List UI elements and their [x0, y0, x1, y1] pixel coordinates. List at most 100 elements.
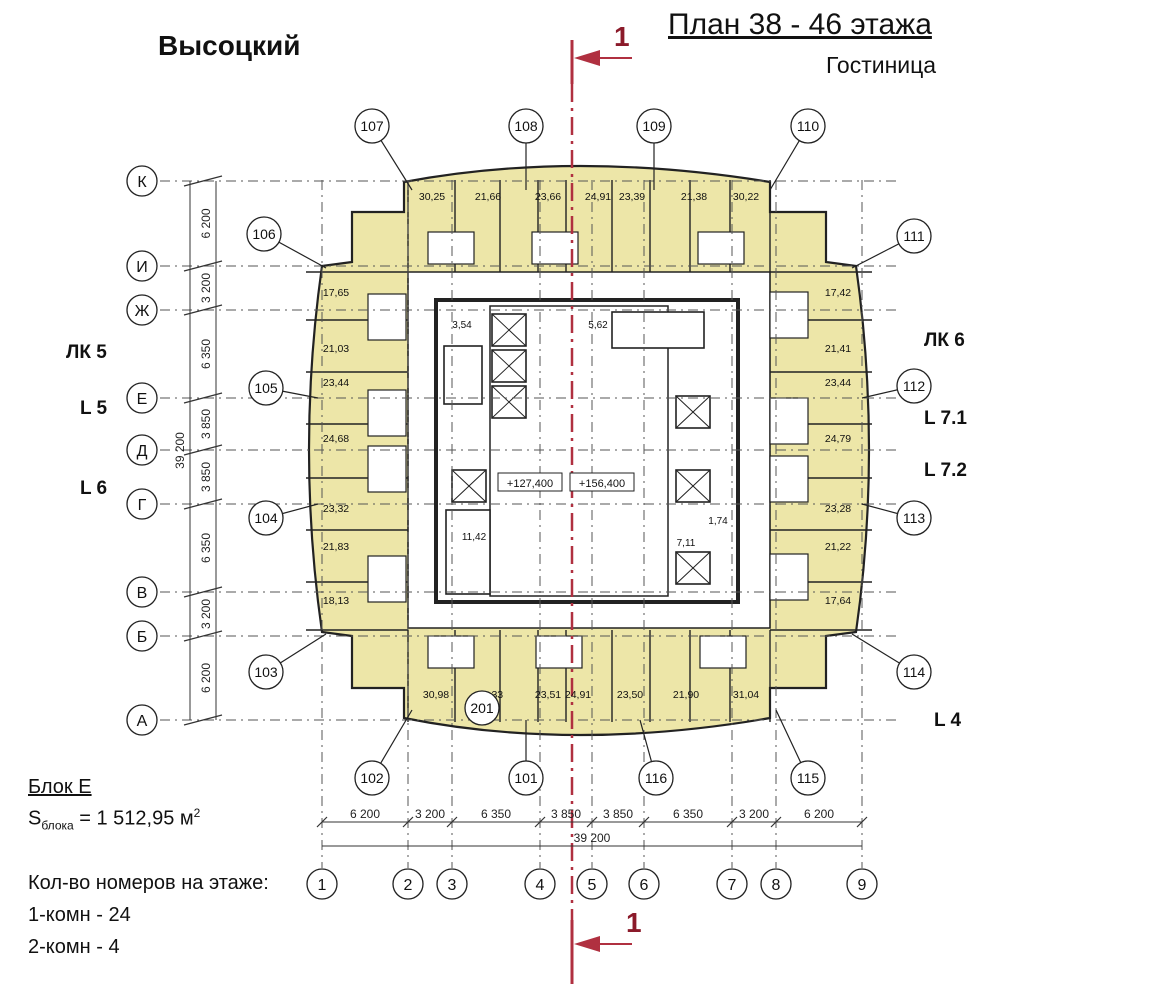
- row-axis-bubble: [126, 434, 158, 466]
- area-label-top: 24,91: [585, 191, 611, 203]
- area-label-right: 24,79: [825, 433, 851, 445]
- row-axis-label: Д: [137, 443, 148, 460]
- dim-tick: [183, 444, 223, 456]
- area-label-bottom: 23,50: [617, 689, 643, 701]
- col-axis-label: 3: [448, 877, 457, 894]
- col-axis-label: 5: [588, 877, 597, 894]
- room-tag-label: 108: [514, 118, 538, 134]
- col-axis-bubble: [716, 868, 748, 900]
- col-dim-text: 6 350: [673, 807, 703, 821]
- dim-tick: [183, 630, 223, 642]
- dim-tick: [183, 498, 223, 510]
- row-axis-label: В: [137, 585, 148, 602]
- row-axis-label: Е: [137, 391, 148, 408]
- area-label-bottom: 21,90: [673, 689, 699, 701]
- row-dim-text: 3 850: [199, 462, 213, 492]
- area-label-top: 23,39: [619, 191, 645, 203]
- area-label-top: 21,38: [681, 191, 707, 203]
- row-axis-label: Б: [137, 629, 148, 646]
- bathroom: [427, 231, 475, 265]
- col-dim-text: 6 200: [350, 807, 380, 821]
- elevation-label: +156,400: [579, 478, 625, 490]
- room-tag-circle: [638, 760, 674, 796]
- row-axis-bubble: [126, 382, 158, 414]
- row-total-dim-text: 39 200: [173, 432, 187, 469]
- room-tag-label: 101: [514, 770, 538, 786]
- elevation-box: [497, 472, 563, 492]
- room-tag-circle: [896, 218, 932, 254]
- area-label-top: 30,22: [733, 191, 759, 203]
- tag-lk6: ЛК 6: [924, 330, 965, 351]
- room-tag-label: 112: [903, 378, 926, 394]
- area-label-bottom: 23,51: [535, 689, 561, 701]
- bathroom: [367, 445, 407, 493]
- room-tag-circle: [636, 108, 672, 144]
- block-area-value: = 1 512,95 м: [73, 807, 194, 830]
- col-axis-bubble: [628, 868, 660, 900]
- tag-l72: L 7.2: [924, 460, 967, 481]
- area-label-core: 7,11: [677, 538, 696, 549]
- col-dim-text: 3 850: [603, 807, 633, 821]
- area-label-bottom: 24,91: [565, 689, 591, 701]
- area-label-left: 18,13: [323, 595, 349, 607]
- area-label-core: 11,42: [462, 532, 487, 543]
- room-tag-circle: [248, 500, 284, 536]
- room-tag-circle: [354, 760, 390, 796]
- col-axis-label: 8: [772, 877, 781, 894]
- row-axis-label: А: [137, 713, 148, 730]
- col-axis-label: 6: [640, 877, 649, 894]
- row-dim-text: 6 350: [199, 533, 213, 563]
- area-label-left: 24,68: [323, 433, 349, 445]
- room-tag-label: 114: [903, 664, 926, 680]
- room-tag-label: 106: [252, 226, 276, 242]
- room-tag-label: 102: [360, 770, 384, 786]
- dim-tick: [402, 816, 414, 828]
- block-area-sub: блока: [41, 818, 74, 833]
- area-label-core: 5,62: [588, 320, 608, 331]
- dim-tick: [183, 304, 223, 316]
- col-axis-bubble: [760, 868, 792, 900]
- dim-tick: [183, 260, 223, 272]
- col-axis-bubble: [524, 868, 556, 900]
- room-tag-label: 107: [360, 118, 384, 134]
- room-partitions: [306, 180, 872, 722]
- row-axis-label: И: [136, 259, 148, 276]
- tag-l5: L 5: [80, 398, 108, 419]
- row-axis-label: К: [137, 174, 147, 191]
- room-tag-label: 116: [645, 770, 668, 786]
- col-dim-text: 3 850: [551, 807, 581, 821]
- room-tag-label: 113: [903, 510, 926, 526]
- room-count-one: 1-комн - 24: [28, 904, 131, 926]
- dim-tick: [446, 816, 458, 828]
- block-name: Блок Е: [28, 776, 92, 798]
- row-axis-bubble: [126, 488, 158, 520]
- col-axis-bubble: [306, 868, 338, 900]
- dim-tick: [726, 816, 738, 828]
- area-label-bottom: 30,98: [423, 689, 449, 701]
- project-name: Высоцкий: [158, 30, 301, 61]
- block-area: Sблока = 1 512,95 м2: [28, 806, 200, 833]
- stair-core-top: [611, 311, 705, 349]
- dim-tick: [183, 175, 223, 187]
- room-tag-circle: [464, 690, 500, 726]
- dim-tick: [316, 816, 328, 828]
- col-axis-bubble: [392, 868, 424, 900]
- area-label-top: 21,66: [475, 191, 501, 203]
- tag-l71: L 7.1: [924, 408, 967, 429]
- room-count-title: Кол-во номеров на этаже:: [28, 872, 269, 894]
- room-tag-label: 103: [254, 664, 278, 680]
- dim-tick: [183, 714, 223, 726]
- row-axis-bubble: [126, 294, 158, 326]
- row-dim-text: 6 350: [199, 339, 213, 369]
- col-axis-label: 4: [536, 877, 545, 894]
- section-mark-top-label: 1: [614, 21, 630, 52]
- lift-cross: [491, 385, 527, 419]
- area-label-right: 23,28: [825, 503, 851, 515]
- room-tag-circle: [354, 108, 390, 144]
- room-tag-circle: [508, 108, 544, 144]
- room-tag-label: 104: [254, 510, 278, 526]
- lift-cross: [491, 313, 527, 347]
- bathroom: [535, 635, 583, 669]
